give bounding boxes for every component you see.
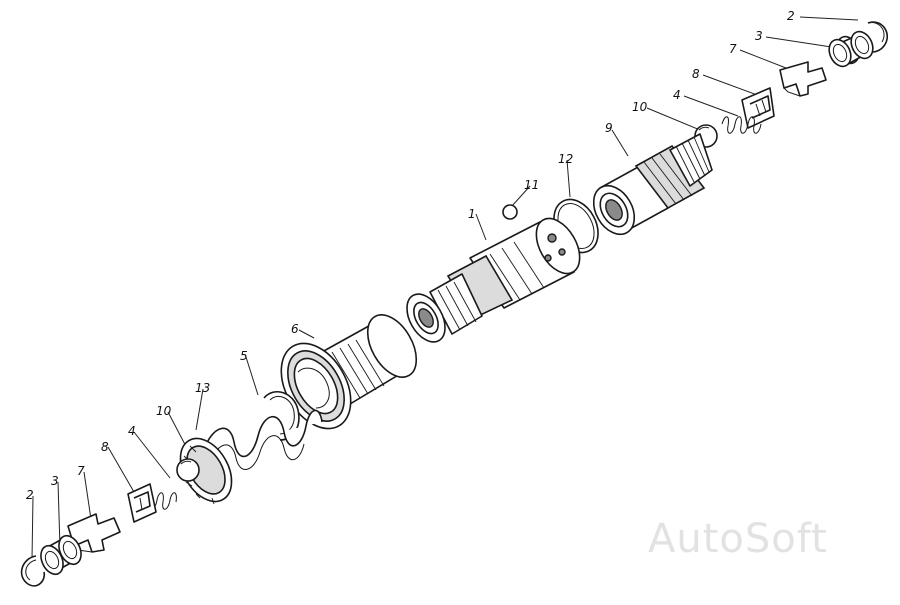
callout-2-left: 2 (26, 488, 34, 502)
callout-8-right: 8 (692, 67, 700, 81)
callout-10-right: 10 (632, 100, 648, 114)
callout-3-right: 3 (755, 29, 763, 43)
callout-10-left: 10 (156, 404, 172, 418)
callout-7-right: 7 (729, 42, 737, 56)
part-10-ball-left (176, 458, 200, 482)
part-6-union-nut (280, 314, 418, 430)
callout-2-right: 2 (787, 9, 795, 23)
callout-numbers: 2 3 7 8 10 4 9 12 11 1 6 5 13 10 4 8 7 3… (26, 9, 795, 502)
callout-5: 5 (240, 349, 248, 363)
callout-4-left: 4 (128, 424, 136, 438)
callout-8-left: 8 (101, 440, 109, 454)
part-8-clip-left (127, 483, 157, 523)
part-2-retaining-ring-left (20, 555, 46, 587)
part-13-spring-with-cup (179, 409, 323, 505)
part-3-bushing-left (40, 534, 82, 576)
part-7-stepped-plate-right (779, 61, 827, 97)
callout-6: 6 (291, 322, 299, 336)
watermark-text: AutoSoft (648, 516, 828, 562)
callout-7-left: 7 (77, 464, 85, 478)
part-3-bushing-right (828, 30, 874, 68)
callout-3-left: 3 (51, 474, 59, 488)
callout-11: 11 (524, 178, 539, 192)
part-11-ball (502, 204, 518, 220)
callout-13: 13 (195, 381, 210, 395)
callout-12: 12 (558, 152, 573, 166)
callout-4-right: 4 (673, 88, 681, 102)
part-4-spring-right (721, 116, 762, 134)
callout-1: 1 (468, 207, 476, 221)
callout-9: 9 (605, 121, 613, 135)
part-1-main-body (406, 217, 581, 343)
part-8-clip-right (741, 87, 775, 129)
part-9-threaded-nipple (592, 133, 713, 236)
